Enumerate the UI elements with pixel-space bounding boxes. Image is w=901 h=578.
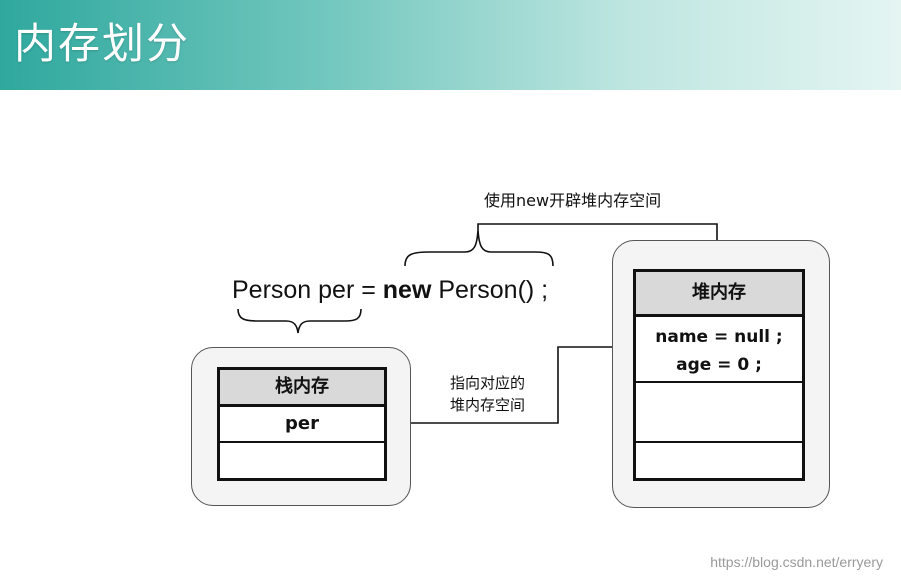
heap-field-name: name = null ; xyxy=(655,327,783,347)
points-to-label-line1: 指向对应的 xyxy=(450,374,526,392)
title-bar: 内存划分 xyxy=(0,0,901,90)
heap-field-age: age = 0 ; xyxy=(676,355,762,375)
stack-cell-empty xyxy=(220,443,384,480)
per-brace xyxy=(237,308,362,334)
heap-memory-title: 堆内存 xyxy=(636,272,802,317)
watermark: https://blog.csdn.net/erryery xyxy=(710,554,883,570)
points-to-label-line2: 堆内存空间 xyxy=(450,396,526,414)
code-part-1: Person per = xyxy=(232,276,383,304)
heap-memory-table: 堆内存 name = null ; age = 0 ; xyxy=(633,269,805,481)
code-statement: Person per = new Person() ; xyxy=(232,276,548,305)
code-part-2: Person() ; xyxy=(431,276,549,304)
stack-cell-per: per xyxy=(220,407,384,443)
heap-empty-cell-2 xyxy=(636,443,802,481)
points-to-label: 指向对应的 堆内存空间 xyxy=(450,372,525,416)
stack-memory-table: 栈内存 per xyxy=(217,367,387,481)
code-keyword-new: new xyxy=(382,276,432,304)
stack-memory-title: 栈内存 xyxy=(220,370,384,407)
heap-empty-cell-1 xyxy=(636,383,802,443)
reference-arrow xyxy=(388,340,634,424)
heap-object-fields: name = null ; age = 0 ; xyxy=(636,317,802,383)
new-alloc-label: 使用new开辟堆内存空间 xyxy=(484,191,662,210)
new-brace xyxy=(404,229,554,267)
slide-title: 内存划分 xyxy=(14,19,191,68)
